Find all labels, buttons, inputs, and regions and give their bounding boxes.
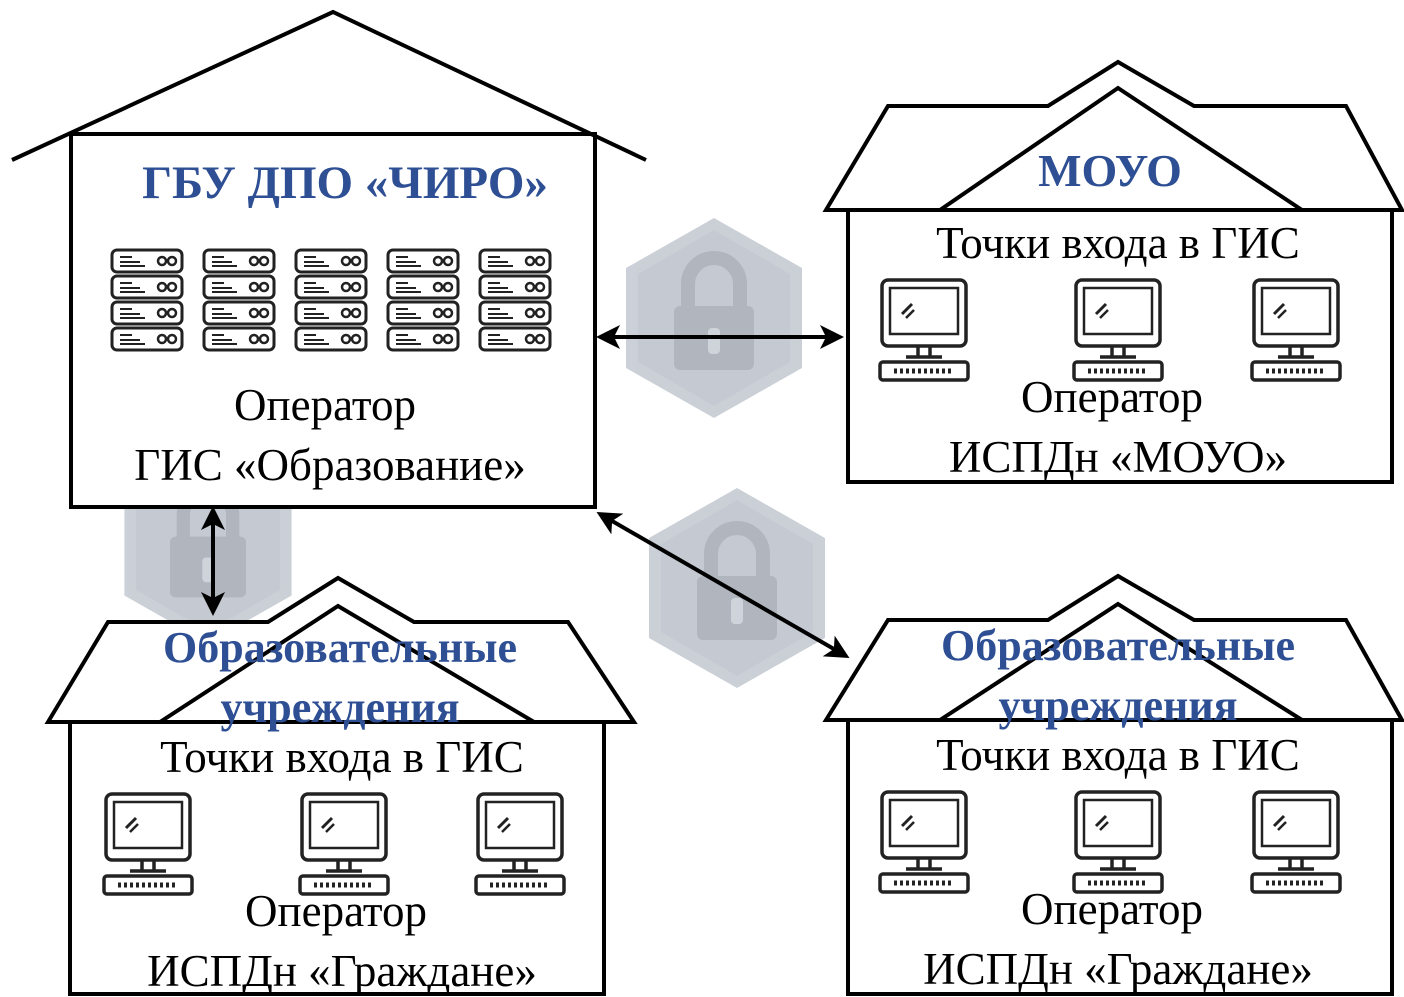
- edu-left-role-line2: ИСПДн «Граждане»: [147, 946, 537, 996]
- edu-right-role-line1: Оператор: [1021, 884, 1203, 934]
- arrow-chiro-edu-right: [596, 512, 850, 658]
- edu-right-entry-points-label: Точки входа в ГИС: [936, 730, 1300, 780]
- main-building-role-line1: Оператор: [234, 380, 416, 430]
- main-building-title: ГБУ ДПО «ЧИРО»: [142, 157, 548, 209]
- edu-right-title-line2: учреждения: [998, 681, 1237, 730]
- padlock-hexagon-icon: [626, 218, 802, 418]
- moyo-building-title: МОУО: [1038, 145, 1182, 196]
- edu-left-roof: [44, 575, 638, 724]
- edu-right-role-line2: ИСПДн «Граждане»: [923, 944, 1313, 994]
- desktop-computer-icon: [476, 794, 564, 894]
- desktop-computer-icon: [880, 792, 968, 892]
- moyo-entry-points-label: Точки входа в ГИС: [936, 218, 1300, 268]
- padlock-hexagon-icon: [649, 488, 825, 688]
- main-building: ГБУ ДПО «ЧИРО» Оператор ГИС «Образование…: [11, 9, 647, 509]
- main-building-roof: [11, 9, 647, 162]
- moyo-role-line2: ИСПДн «МОУО»: [949, 432, 1287, 482]
- edu-building-left: Образовательные учреждения Точки входа в…: [44, 575, 638, 996]
- edu-left-entry-points-label: Точки входа в ГИС: [160, 732, 524, 782]
- edu-building-right: Образовательные учреждения Точки входа в…: [822, 573, 1404, 996]
- desktop-computer-icon: [1252, 280, 1340, 380]
- edu-left-role-line1: Оператор: [245, 886, 427, 936]
- desktop-computer-icon: [1074, 792, 1162, 892]
- desktop-computer-icon: [300, 794, 388, 894]
- main-building-role-line2: ГИС «Образование»: [134, 440, 525, 490]
- desktop-computer-icon: [104, 794, 192, 894]
- desktop-computer-icon: [1252, 792, 1340, 892]
- moyo-role-line1: Оператор: [1021, 372, 1203, 422]
- edu-left-title-line2: учреждения: [220, 683, 459, 732]
- moyo-building: МОУО Точки входа в ГИС Оператор ИСПДн «М…: [822, 59, 1404, 484]
- desktop-computer-icon: [1074, 280, 1162, 380]
- edu-right-roof: [822, 573, 1404, 722]
- moyo-building-roof: [822, 59, 1404, 212]
- desktop-computer-icon: [880, 280, 968, 380]
- edu-left-title-line1: Образовательные: [163, 623, 517, 672]
- edu-right-title-line1: Образовательные: [941, 621, 1295, 670]
